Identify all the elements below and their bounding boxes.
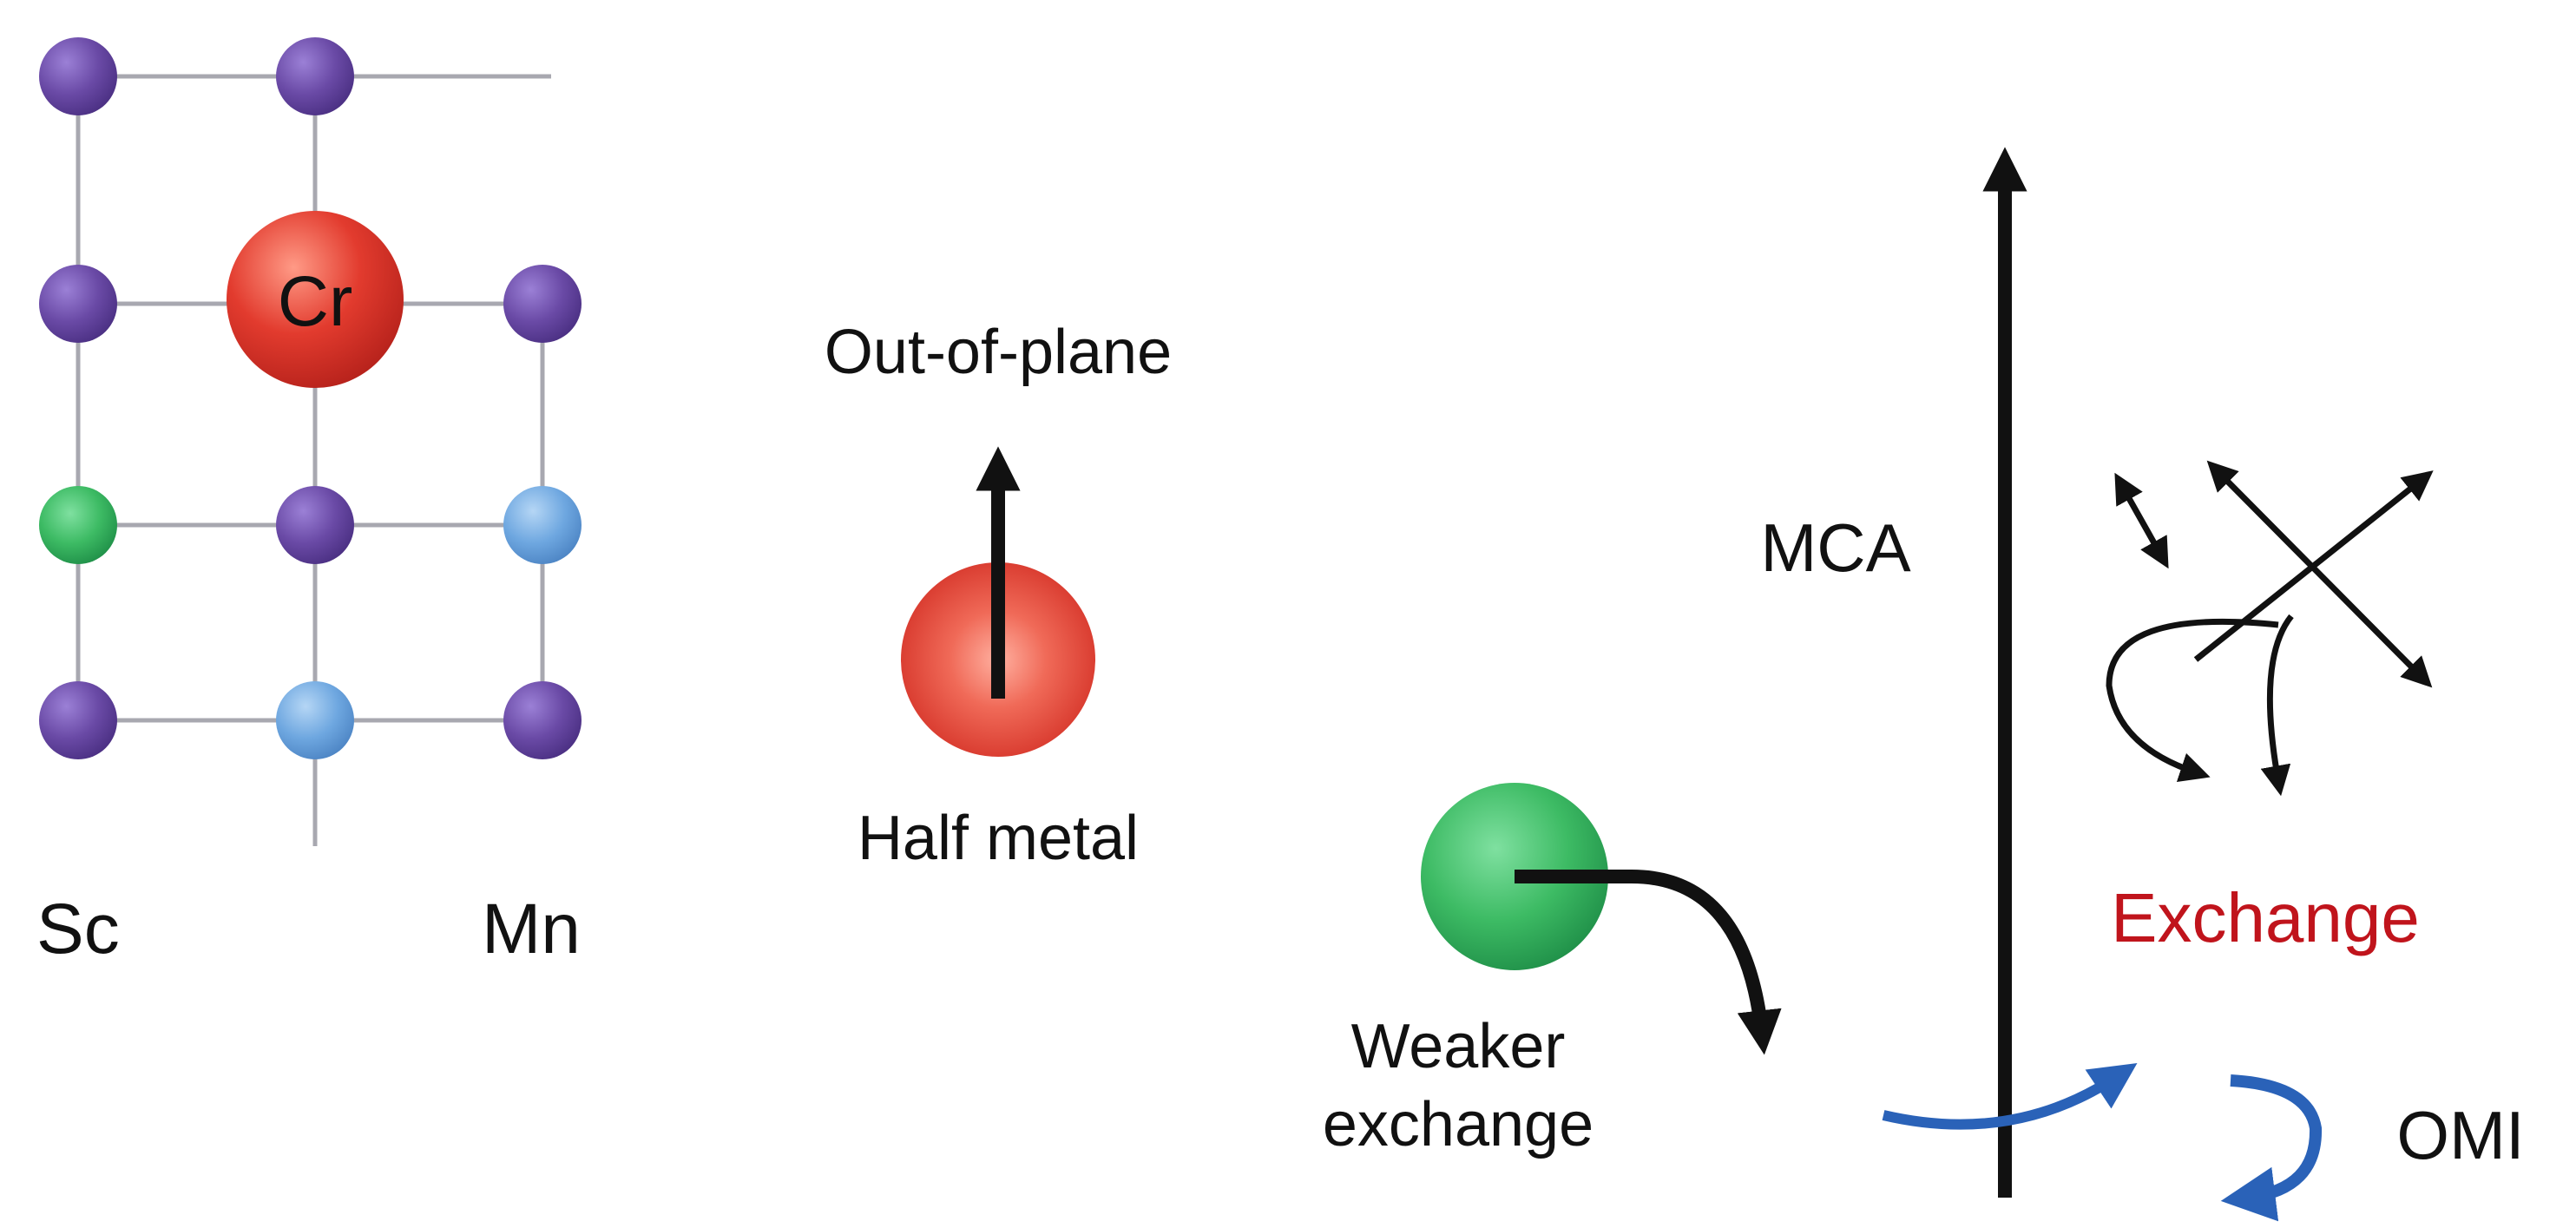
blue-rotation-arrows: OMI [1882,1063,2525,1222]
out-of-plane-label: Out-of-plane [825,318,1172,387]
atom-mn [503,486,582,564]
mn-label: Mn [482,890,581,969]
cr-label: Cr [278,262,353,341]
atom-violet [276,486,354,564]
weaker-caption-line2: exchange [1323,1090,1594,1159]
blue-circular-arrow-icon [2220,1074,2323,1222]
blue-curve-arrow-icon [1882,1063,2138,1130]
half-metal-caption: Half metal [858,804,1139,873]
atom-cr [227,211,404,388]
atom-violet [39,37,117,115]
atom-violet [503,265,582,343]
mca-axis-group: MCA [1760,147,2027,1198]
mca-label: MCA [1760,509,1910,586]
atom-sc [39,486,117,564]
atom-mn [276,681,354,759]
omi-label: OMI [2396,1097,2524,1173]
half-metal-group: Out-of-plane Half metal [825,318,1172,873]
exchange-arrows-icon [2106,460,2434,797]
atom-violet [39,681,117,759]
lattice-group: Cr Sc Mn [36,37,582,969]
weaker-caption-line1: Weaker [1351,1012,1566,1081]
curved-down-arrow-icon [1515,870,1782,1055]
exchange-label: Exchange [2111,879,2420,956]
atom-violet [503,681,582,759]
atom-violet [39,265,117,343]
weaker-exchange-group: Weaker exchange [1323,783,1782,1159]
atom-violet [276,37,354,115]
sc-label: Sc [36,890,120,969]
